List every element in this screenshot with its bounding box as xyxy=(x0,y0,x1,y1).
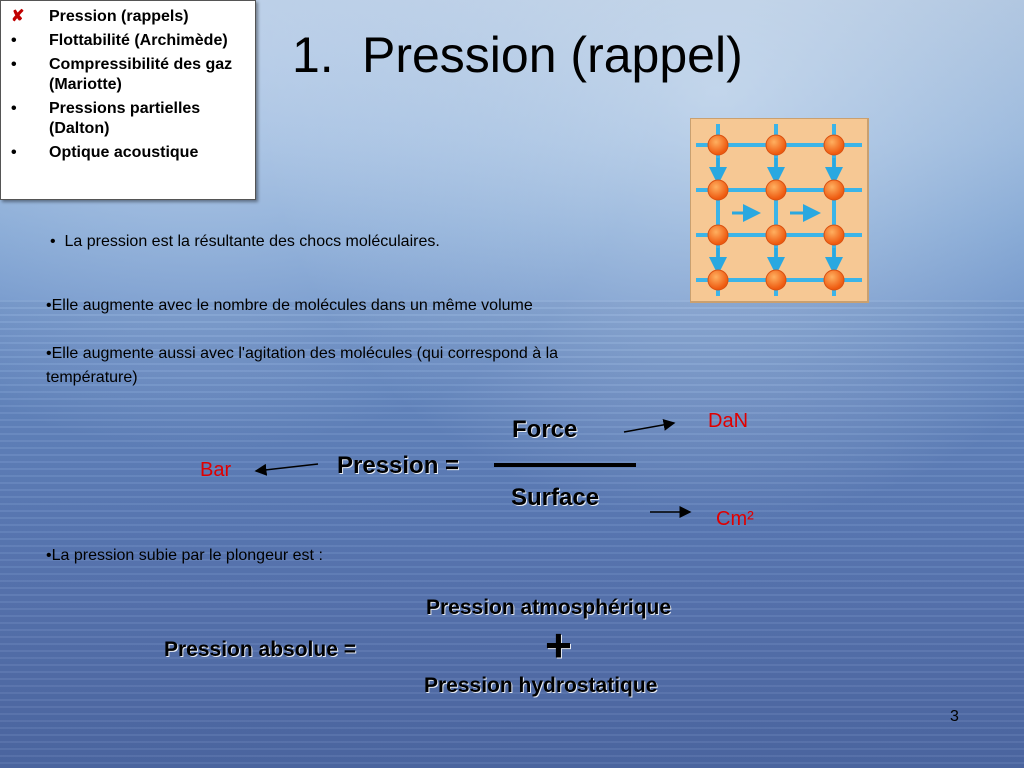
outline-item-label: Pressions partielles (Dalton) xyxy=(49,100,201,137)
molecule-lattice-image xyxy=(690,118,869,303)
bullet-chocs: • La pression est la résultante des choc… xyxy=(50,230,440,254)
outline-item-label: Optique acoustique xyxy=(49,144,199,161)
bullet-icon: • xyxy=(50,233,56,250)
bullet-icon: • xyxy=(11,100,17,117)
bullet-chocs-text: La pression est la résultante des chocs … xyxy=(64,233,440,250)
outline-item-optique[interactable]: • Optique acoustique xyxy=(7,143,249,163)
bullet-icon: • xyxy=(11,56,17,73)
bullet-icon: • xyxy=(11,32,17,49)
outline-item-compressibilite[interactable]: • Compressibilité des gaz (Mariotte) xyxy=(7,55,249,95)
unit-bar: Bar xyxy=(200,459,232,481)
formula-lhs: Pression = xyxy=(337,452,460,479)
formula-denominator: Surface xyxy=(511,484,600,511)
plus-icon: + xyxy=(545,619,572,671)
para-nombre-molecules: •Elle augmente avec le nombre de molécul… xyxy=(46,297,533,314)
outline-item-pressions-partielles[interactable]: • Pressions partielles (Dalton) xyxy=(7,99,249,139)
title-text: Pression (rappel) xyxy=(362,27,743,83)
outline-menu: ✘ Pression (rappels) • Flottabilité (Arc… xyxy=(0,0,256,200)
term-pression-hydrostatique: Pression hydrostatique xyxy=(424,674,658,697)
term-pression-atmospherique: Pression atmosphérique xyxy=(426,596,672,619)
formula-numerator: Force xyxy=(512,416,578,443)
slide-title: 1. Pression (rappel) xyxy=(292,26,743,84)
background-sea xyxy=(0,300,1024,768)
pression-absolue-label: Pression absolue = xyxy=(164,638,356,661)
outline-item-label: Pression (rappels) xyxy=(49,8,189,25)
outline-item-label: Flottabilité (Archimède) xyxy=(49,32,228,49)
unit-dan: DaN xyxy=(708,410,749,432)
title-number: 1. xyxy=(292,27,334,83)
outline-item-pression[interactable]: ✘ Pression (rappels) xyxy=(7,7,249,27)
page-number: 3 xyxy=(950,708,959,725)
para-agitation: •Elle augmente aussi avec l'agitation de… xyxy=(46,345,559,386)
outline-item-label: Compressibilité des gaz (Mariotte) xyxy=(49,56,233,93)
bullet-icon: • xyxy=(11,144,17,161)
current-marker-icon: ✘ xyxy=(11,8,25,25)
outline-item-flottabilite[interactable]: • Flottabilité (Archimède) xyxy=(7,31,249,51)
para-plongeur: •La pression subie par le plongeur est : xyxy=(46,547,323,564)
unit-cm2: Cm² xyxy=(716,508,754,530)
